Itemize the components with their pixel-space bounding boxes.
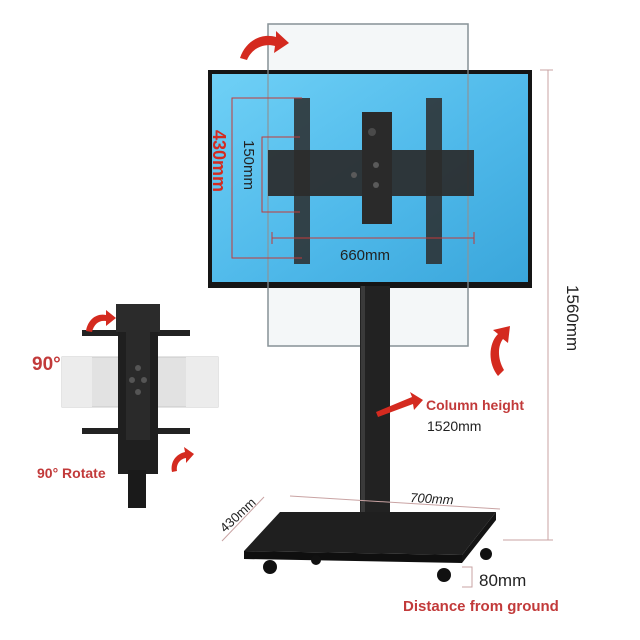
base-dimension-lines <box>221 69 553 588</box>
stand-base <box>244 512 496 582</box>
caster-wheel <box>437 568 451 582</box>
base-width-label: 700mm <box>410 490 454 507</box>
total-height-label: 1560mm <box>563 285 582 351</box>
curved-arrow-icon <box>240 31 289 60</box>
inset-rotate-label: 90° Rotate <box>37 465 106 481</box>
mount-dimension-lines <box>231 97 475 259</box>
caster-wheel <box>480 548 492 560</box>
pointer-arrow-icon <box>376 392 423 417</box>
column-height-label: Column height <box>426 397 524 413</box>
caster-wheel <box>263 560 277 574</box>
inset-column <box>128 470 146 508</box>
caster-wheel <box>311 555 321 565</box>
curved-arrow-icon <box>86 310 116 332</box>
mount-height-label: 430mm <box>209 130 229 192</box>
rotation-inset: 90° 90° Rotate <box>32 304 219 508</box>
ground-clearance-label: Distance from ground <box>403 598 559 615</box>
inset-angle-label: 90° <box>32 354 61 375</box>
base-depth-label: 430mm <box>217 495 259 536</box>
curved-arrow-icon <box>171 447 194 472</box>
mount-height-inner-label: 150mm <box>240 140 257 190</box>
vesa-bracket <box>268 98 474 264</box>
column-height-value: 1520mm <box>427 418 481 434</box>
rotate-arrow-icon <box>490 326 510 376</box>
mount-width-label: 660mm <box>340 247 390 264</box>
main-view: 430mm 150mm 660mm 1560mm Column height 1… <box>208 23 582 615</box>
ground-clearance-value: 80mm <box>479 571 526 590</box>
